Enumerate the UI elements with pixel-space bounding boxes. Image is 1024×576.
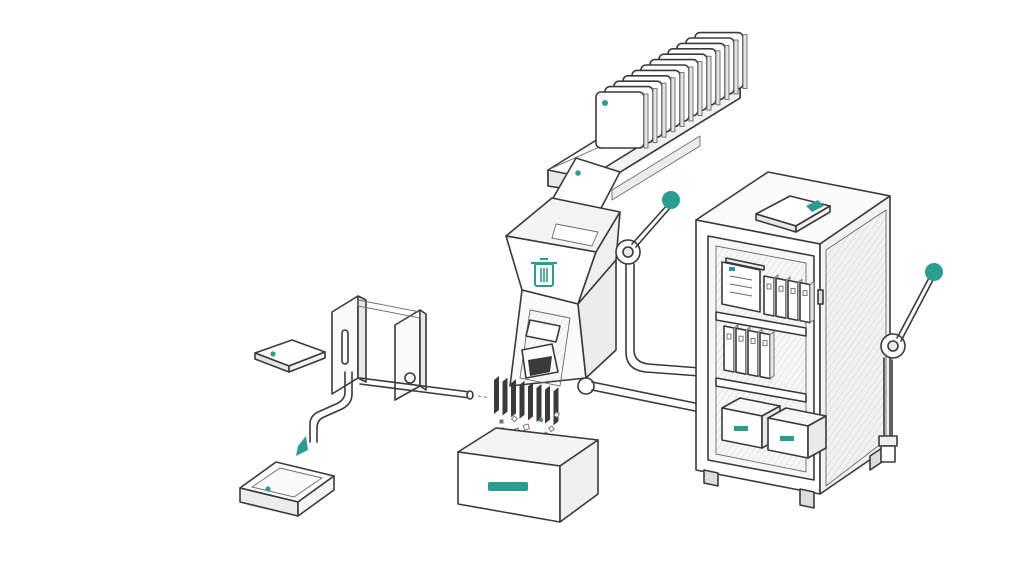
card-dot xyxy=(270,351,276,357)
falling-card-dot xyxy=(575,170,581,176)
binder-row-2 xyxy=(723,324,775,380)
down-arrow-icon xyxy=(296,436,308,456)
shred-chute xyxy=(509,259,617,387)
bookmark-tab xyxy=(806,200,824,212)
shred-piece xyxy=(553,411,561,419)
storage-boxes xyxy=(721,397,827,459)
slot-bracket-left xyxy=(331,295,367,395)
knob-icon[interactable] xyxy=(662,191,680,209)
shred-piece xyxy=(510,415,518,423)
blade xyxy=(502,377,508,416)
box-label xyxy=(780,436,794,441)
blade xyxy=(511,379,516,418)
bin-label-plate xyxy=(488,482,528,491)
receiving-tray xyxy=(239,461,335,517)
slot-bracket-right xyxy=(394,309,427,401)
trash-icon xyxy=(531,257,557,287)
shredder-lever xyxy=(615,191,680,265)
shred-bin xyxy=(457,427,599,523)
binder xyxy=(759,330,775,380)
shred-piece xyxy=(547,425,555,433)
cabinet-lever xyxy=(878,263,943,463)
blade xyxy=(553,387,559,426)
hopper xyxy=(505,197,621,305)
document-icon xyxy=(729,267,735,271)
card-dot xyxy=(602,100,608,106)
shred-piece xyxy=(522,423,530,431)
top-folder xyxy=(755,195,831,233)
blade xyxy=(528,382,533,421)
shredder-unit xyxy=(457,191,701,523)
card-feed-conveyor xyxy=(546,31,748,221)
blade xyxy=(536,384,542,422)
knob-icon[interactable] xyxy=(925,263,943,281)
tray-card-dot xyxy=(265,486,271,492)
blade xyxy=(519,380,525,419)
binder-row-1 xyxy=(763,274,815,324)
document-folder xyxy=(721,257,765,313)
binder xyxy=(799,280,815,324)
feed-rod xyxy=(359,377,491,400)
drop-pipe xyxy=(296,371,353,456)
intake-slot-assembly xyxy=(239,295,491,517)
connector-pipe xyxy=(577,263,701,413)
shred-piece xyxy=(538,417,544,423)
shredder-blades xyxy=(494,376,559,426)
incoming-card xyxy=(254,339,326,373)
binder xyxy=(723,324,739,373)
blade xyxy=(494,376,499,414)
card-stack xyxy=(595,31,748,149)
stacked-card xyxy=(595,91,649,149)
box-label xyxy=(734,426,748,431)
storage-cabinet xyxy=(695,171,943,509)
shred-piece xyxy=(499,419,504,424)
archive-box xyxy=(767,407,827,459)
blade xyxy=(545,385,550,424)
